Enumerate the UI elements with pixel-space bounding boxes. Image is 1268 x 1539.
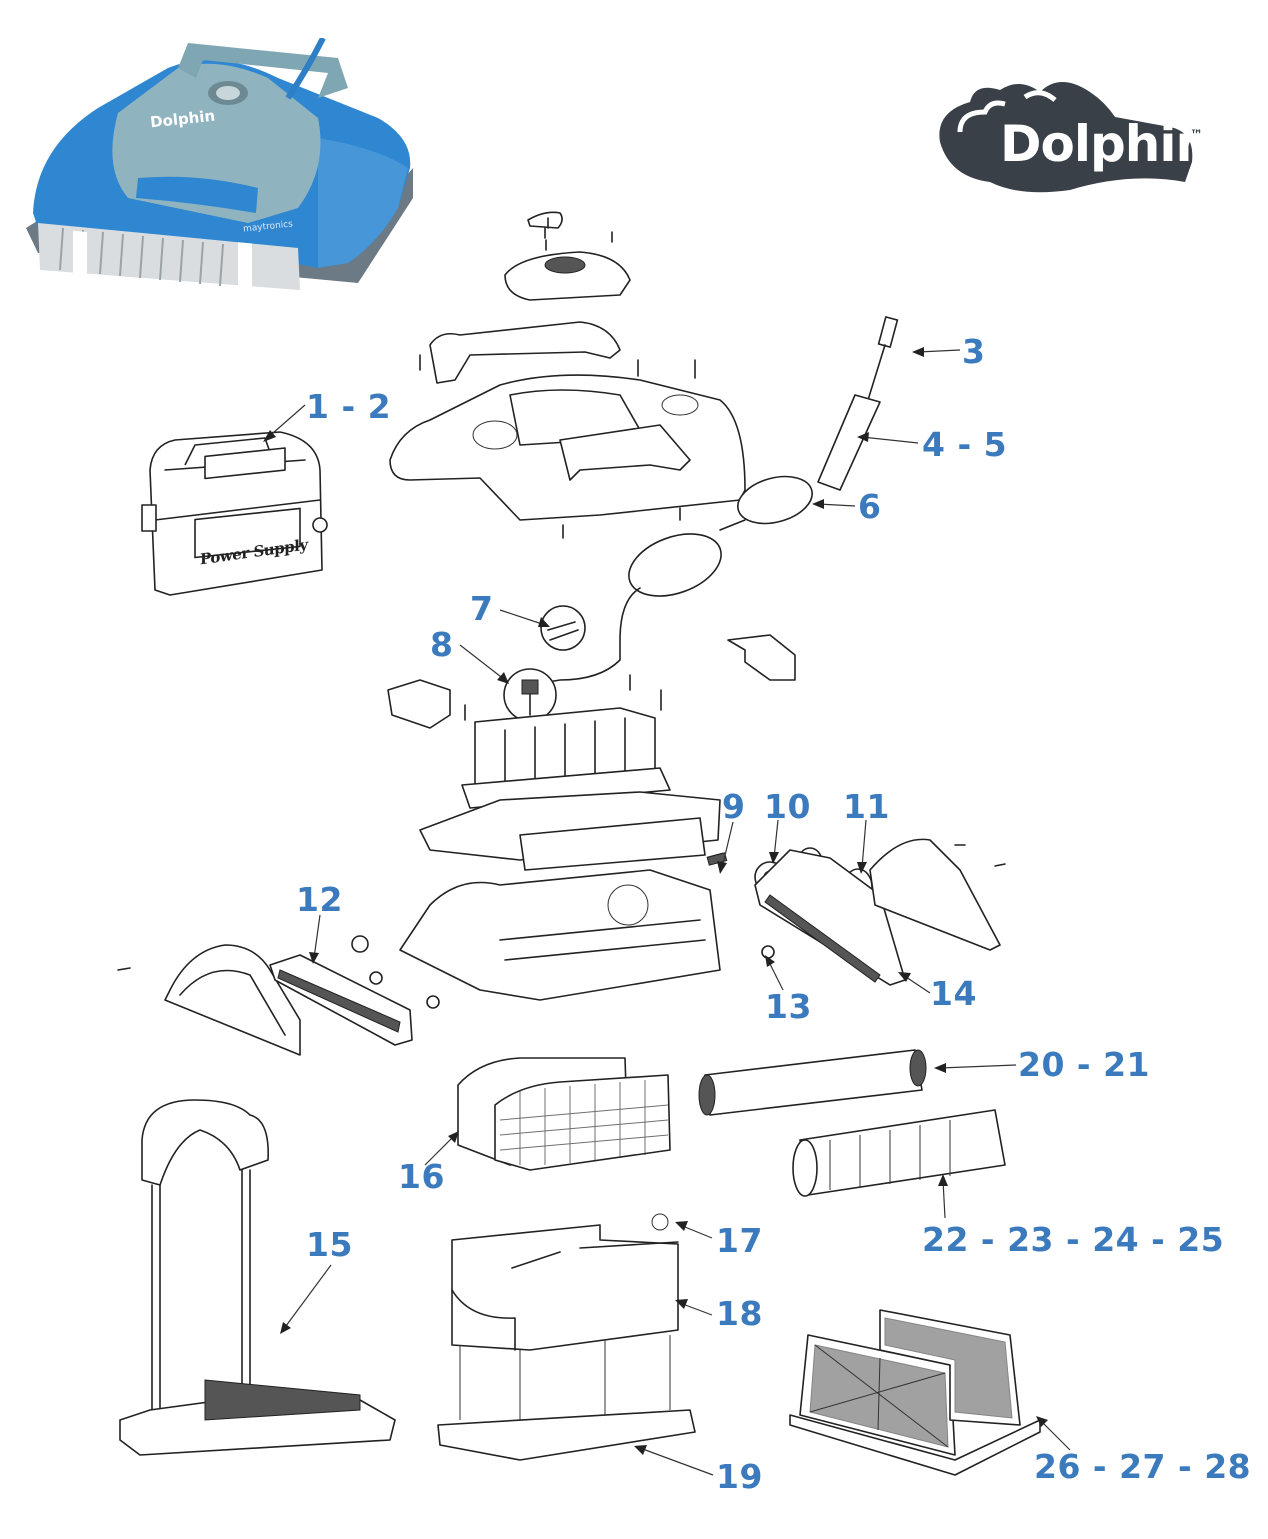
callout-7: 7: [470, 589, 494, 628]
logo-wave-shape: [939, 82, 1193, 193]
filter-housing-part: [437, 1213, 696, 1461]
trademark-symbol: ™: [1190, 128, 1203, 143]
main-cover-part: [389, 374, 746, 539]
callout-26-28: 26 - 27 - 28: [1034, 1447, 1252, 1486]
handle-part: [419, 321, 696, 384]
weight-block-left: [387, 679, 451, 729]
callout-13: 13: [765, 987, 812, 1026]
callout-17: 17: [716, 1221, 763, 1260]
callout-22-25: 22 - 23 - 24 - 25: [922, 1220, 1225, 1259]
callout-10: 10: [764, 787, 811, 826]
callout-8: 8: [430, 625, 454, 664]
callout-20-21: 20 - 21: [1018, 1045, 1151, 1084]
callout-14: 14: [930, 974, 977, 1013]
cable-assembly-part: [529, 316, 899, 686]
callout-6: 6: [858, 487, 882, 526]
top-cap-part: [504, 211, 631, 301]
callout-1-2: 1 - 2: [306, 387, 392, 426]
right-side-track-part: [706, 838, 1006, 986]
pva-brush-part: [792, 1109, 1006, 1197]
power-supply-part: [141, 431, 328, 596]
photo-handle: [178, 43, 348, 98]
callout-11: 11: [843, 787, 890, 826]
filter-panels-part: [789, 1309, 1041, 1476]
callout-19: 19: [716, 1457, 763, 1496]
motor-unit-part: [461, 707, 671, 809]
brush-axle-part: [698, 1049, 927, 1116]
caddy-part: [119, 1099, 396, 1456]
callout-9: 9: [722, 787, 746, 826]
filter-basket-part: [457, 1057, 671, 1171]
callout-16: 16: [398, 1157, 445, 1196]
photo-cable: [285, 38, 326, 100]
weight-block-right: [727, 634, 796, 681]
logo-text: Dolphin: [1000, 115, 1211, 173]
photo-brush: [38, 223, 300, 290]
chassis-part: [351, 791, 775, 1009]
callout-12: 12: [296, 880, 343, 919]
callout-arrows: [263, 347, 1071, 1476]
product-photo: [26, 38, 413, 292]
callout-18: 18: [716, 1294, 763, 1333]
callout-15: 15: [306, 1225, 353, 1264]
cable-clip-inset: [540, 605, 586, 651]
dolphin-logo: [939, 82, 1193, 193]
left-side-track-part: [117, 944, 413, 1056]
callout-3: 3: [962, 332, 986, 371]
callout-4-5: 4 - 5: [922, 425, 1008, 464]
